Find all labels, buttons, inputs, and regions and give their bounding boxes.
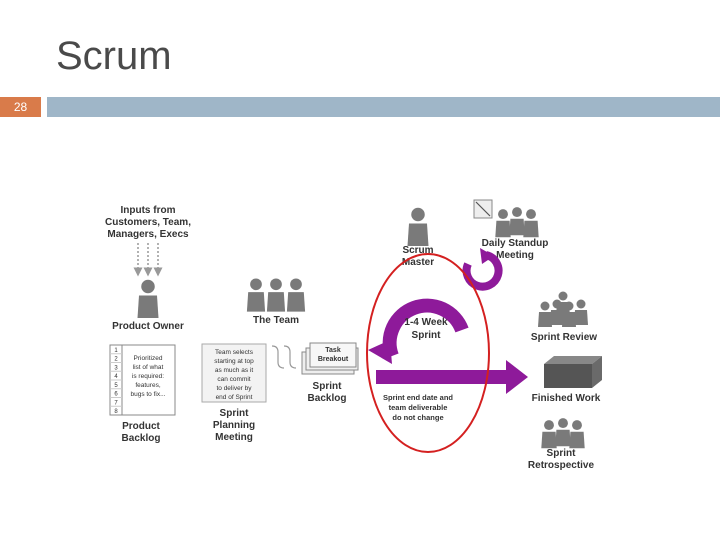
sprint-review-label: Sprint Review xyxy=(531,332,597,343)
backlog-note-line: bugs to fix... xyxy=(130,391,165,398)
input-arrows xyxy=(133,243,163,277)
clock-icon xyxy=(473,199,493,219)
backlog-number: 4 xyxy=(114,374,118,380)
bracket-right xyxy=(283,345,297,369)
backlog-number: 8 xyxy=(114,409,118,415)
page-number: 28 xyxy=(0,97,41,117)
sprint-retro-label-line-2: Retrospective xyxy=(528,460,595,471)
daily-standup-label-line-2: Meeting xyxy=(496,250,534,261)
product-owner-person-icon xyxy=(137,279,159,318)
product-backlog-label-line-1: Product xyxy=(122,421,160,432)
team-people-icon xyxy=(246,278,306,312)
svg-text:Team selects: Team selects xyxy=(215,349,254,356)
team-selects-note-box xyxy=(201,343,267,403)
svg-text:end of Sprint: end of Sprint xyxy=(216,394,253,401)
backlog-note-line: is required: xyxy=(132,373,164,380)
backlog-number: 6 xyxy=(114,392,118,398)
backlog-note-line: Prioritized xyxy=(134,355,163,362)
flow-bar xyxy=(376,370,506,384)
inputs-line-3: Managers, Execs xyxy=(107,229,189,240)
sprint-backlog-label-line-1: Sprint xyxy=(313,381,343,392)
sprint-cycle-label-line-2: Sprint xyxy=(412,330,442,341)
sprint-note-line-3: do not change xyxy=(392,413,443,422)
product-backlog-label-line-2: Backlog xyxy=(122,433,161,444)
daily-standup-people-icon xyxy=(495,207,539,238)
daily-cycle-arrow xyxy=(462,251,503,291)
slide-title: Scrum xyxy=(56,34,172,78)
backlog-note-line: features, xyxy=(135,382,160,389)
scrum-master-label-line-1: Scrum xyxy=(402,245,433,256)
sprint-retro-label-line-1: Sprint xyxy=(547,448,577,459)
svg-text:as much as it: as much as it xyxy=(215,367,253,374)
sprint-note-line-2: team deliverable xyxy=(389,403,448,412)
backlog-note-line: list of what xyxy=(133,364,164,371)
sprint-cycle-label-line-1: 1-4 Week xyxy=(404,317,448,328)
backlog-number: 3 xyxy=(114,366,118,372)
svg-text:Task: Task xyxy=(325,347,341,354)
svg-text:can commit: can commit xyxy=(217,376,250,383)
scrum-master-label-line-2: Master xyxy=(402,257,434,268)
sprint-planning-label-line-3: Meeting xyxy=(215,432,253,443)
svg-text:Breakout: Breakout xyxy=(318,356,349,363)
backlog-number: 1 xyxy=(114,348,118,354)
flow-arrowhead xyxy=(506,360,528,394)
svg-text:to deliver by: to deliver by xyxy=(216,385,252,392)
daily-standup-label-line-1: Daily Standup xyxy=(482,238,549,249)
sprint-cycle-arrow xyxy=(382,298,469,359)
inputs-line-1: Inputs from xyxy=(121,205,176,216)
svg-text:starting at top: starting at top xyxy=(214,358,254,365)
daily-cycle-arrowhead xyxy=(480,248,494,264)
backlog-number: 2 xyxy=(114,357,118,363)
team-selects-note: Team selects starting at top as much as … xyxy=(214,349,254,401)
product-owner-label: Product Owner xyxy=(112,321,184,332)
finished-work-label: Finished Work xyxy=(532,393,601,404)
highlight-ellipse xyxy=(366,253,490,453)
sprint-backlog-label-line-2: Backlog xyxy=(308,393,347,404)
sprint-planning-label-line-1: Sprint xyxy=(220,408,250,419)
header-bar xyxy=(47,97,720,117)
backlog-number: 7 xyxy=(114,401,118,407)
sprint-review-people-icon xyxy=(538,291,588,327)
the-team-label: The Team xyxy=(253,315,299,326)
sprint-planning-label-line-2: Planning xyxy=(213,420,255,431)
inputs-line-2: Customers, Team, xyxy=(105,217,191,228)
product-backlog-table: 1 2 3 4 5 6 7 8 Prioritized list of what… xyxy=(109,344,176,416)
sprint-cycle-arrowhead xyxy=(368,340,392,364)
backlog-number: 5 xyxy=(114,383,118,389)
sprint-note-line-1: Sprint end date and xyxy=(383,393,453,402)
bracket-left xyxy=(271,345,285,369)
task-breakout-stack: Task Breakout xyxy=(301,342,359,375)
scrum-master-person-icon xyxy=(407,207,429,246)
finished-work-box-icon xyxy=(544,356,602,388)
sprint-retrospective-people-icon xyxy=(541,418,585,449)
